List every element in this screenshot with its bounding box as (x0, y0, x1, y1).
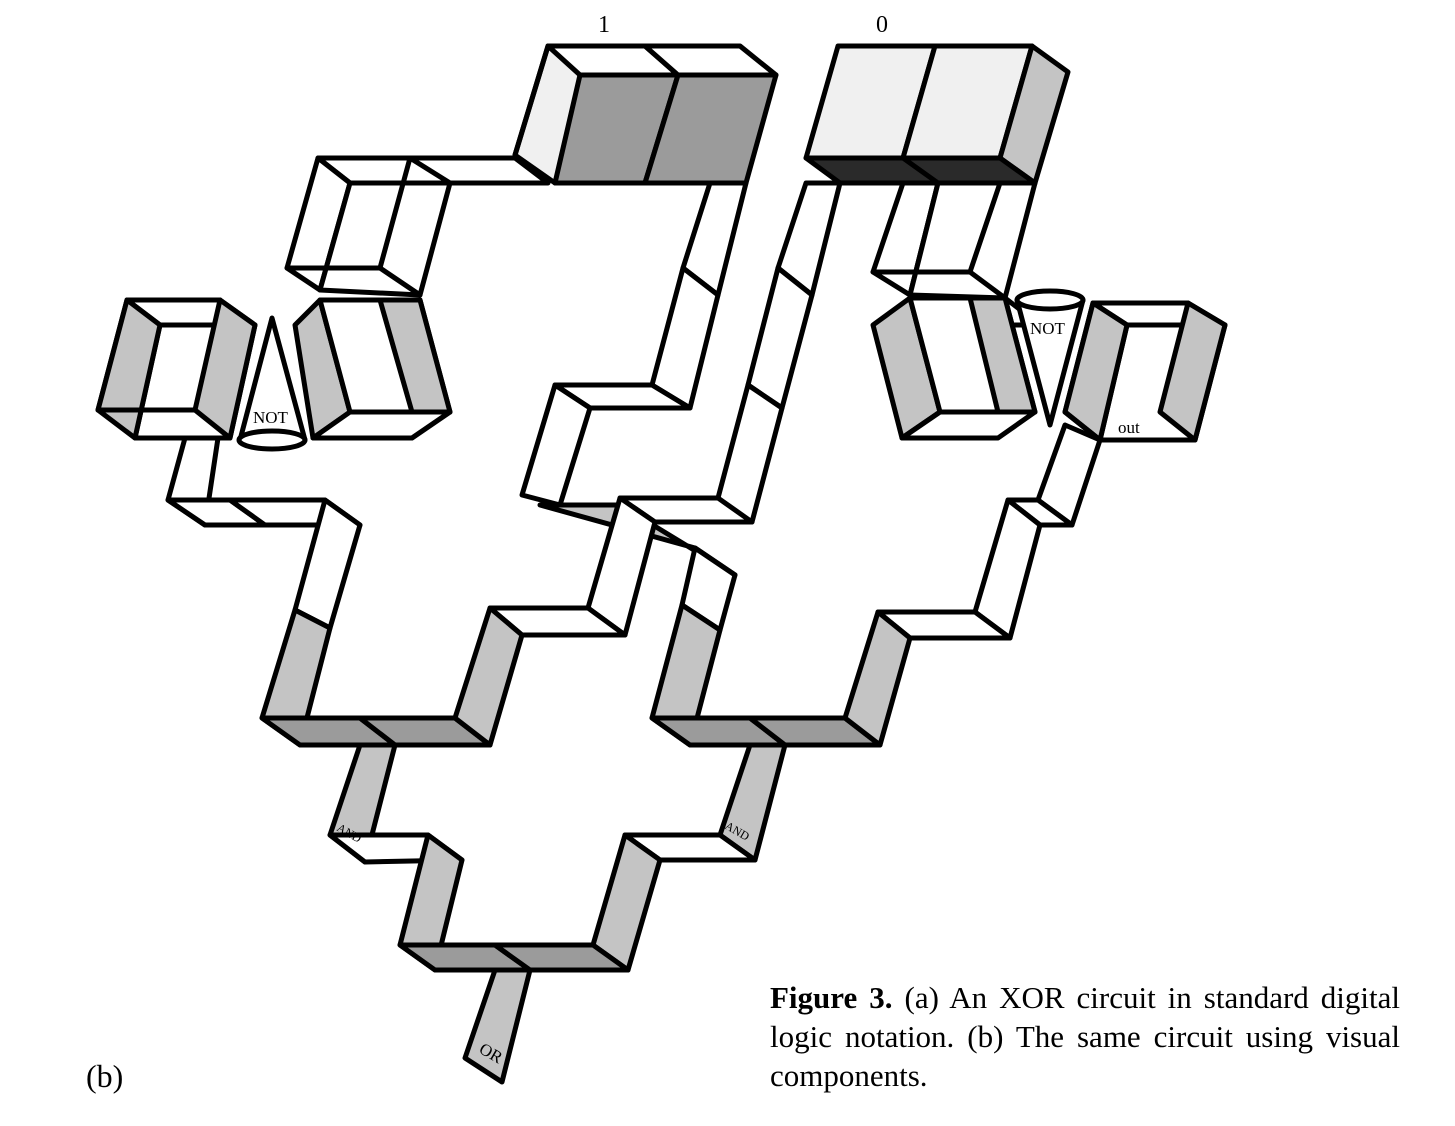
left-input-cube (95, 297, 258, 441)
caption-text: (a) An XOR circuit in standard digital l… (770, 980, 1401, 1093)
caption-lead: Figure 3. (770, 980, 893, 1015)
figure-caption: Figure 3. (a) An XOR circuit in standard… (770, 978, 1400, 1095)
input-0-label: 0 (876, 12, 888, 38)
right-input-cube (870, 295, 1043, 441)
input-1-label: 1 (598, 12, 610, 38)
not-gate-left-label: NOT (253, 408, 289, 427)
right-vertical-wire (649, 180, 883, 748)
right-upper-wires (870, 180, 1038, 301)
output-label: out (1118, 418, 1140, 437)
output-cube (1062, 300, 1228, 443)
center-wire-path (452, 180, 755, 748)
or-gate (397, 942, 631, 1085)
left-wire-path (165, 435, 493, 748)
not-gate-right-label: NOT (1030, 319, 1066, 338)
not-gate-left-cone (236, 315, 308, 452)
and-gate-left (327, 742, 465, 973)
right-wire-path (842, 422, 1103, 748)
left-upper-wires (284, 155, 551, 298)
input-0-block (803, 43, 1071, 186)
not-gate-right-cone (1014, 288, 1086, 428)
figure-part-label: (b) (86, 1058, 124, 1094)
and-gate-right (590, 742, 788, 973)
input-1-block (512, 43, 779, 186)
not-left-output-cube (292, 297, 453, 441)
